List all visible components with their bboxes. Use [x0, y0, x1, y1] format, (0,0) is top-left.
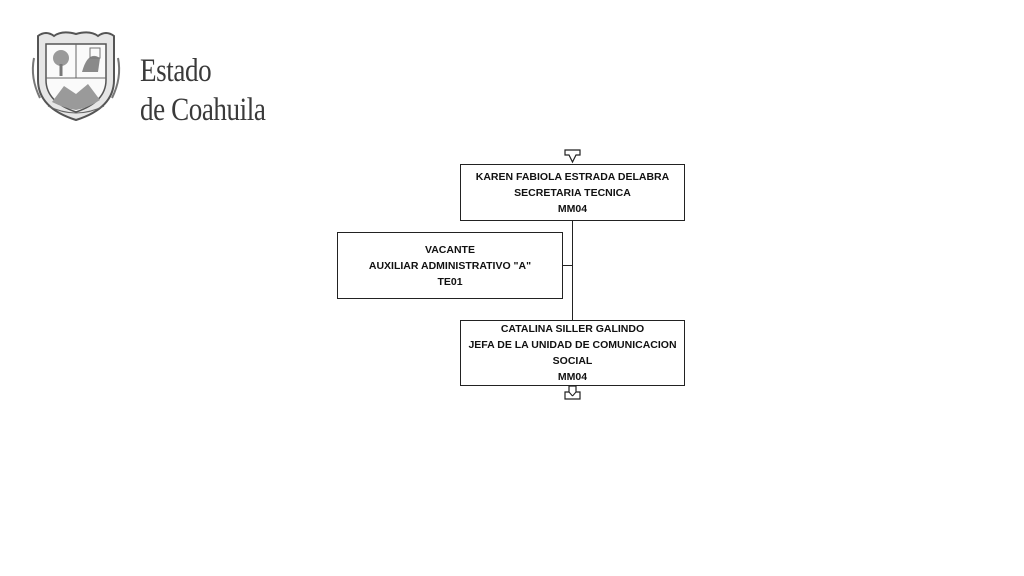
node-employee-name: VACANTE: [425, 243, 475, 256]
org-node-secretaria-tecnica[interactable]: KAREN FABIOLA ESTRADA DELABRA SECRETARIA…: [460, 164, 685, 221]
org-node-auxiliar-administrativo[interactable]: VACANTE AUXILIAR ADMINISTRATIVO "A" TE01: [337, 232, 563, 299]
node-position-code: MM04: [557, 371, 588, 383]
node-position-title-line2: SOCIAL: [552, 355, 593, 367]
connector-horizontal: [562, 265, 573, 266]
node-position-title: SECRETARIA TECNICA: [514, 186, 631, 199]
node-position-code: MM04: [557, 202, 588, 215]
state-name: Estado de Coahuila: [140, 52, 266, 130]
node-position-code: TE01: [437, 275, 463, 288]
coat-of-arms-icon: [31, 31, 121, 122]
node-position-title-line1: JEFA DE LA UNIDAD DE COMUNICACION: [468, 339, 677, 351]
node-employee-name: KAREN FABIOLA ESTRADA DELABRA: [475, 170, 670, 183]
arrow-up-icon[interactable]: [564, 149, 581, 164]
node-position-title: AUXILIAR ADMINISTRATIVO "A": [368, 259, 532, 272]
state-name-line1: Estado: [140, 53, 212, 89]
node-employee-name: CATALINA SILLER GALINDO: [500, 323, 645, 335]
arrow-down-icon[interactable]: [564, 385, 581, 400]
state-name-line2: de Coahuila: [140, 92, 266, 128]
connector-vertical: [572, 221, 573, 320]
org-node-comunicacion-social[interactable]: CATALINA SILLER GALINDO JEFA DE LA UNIDA…: [460, 320, 685, 386]
